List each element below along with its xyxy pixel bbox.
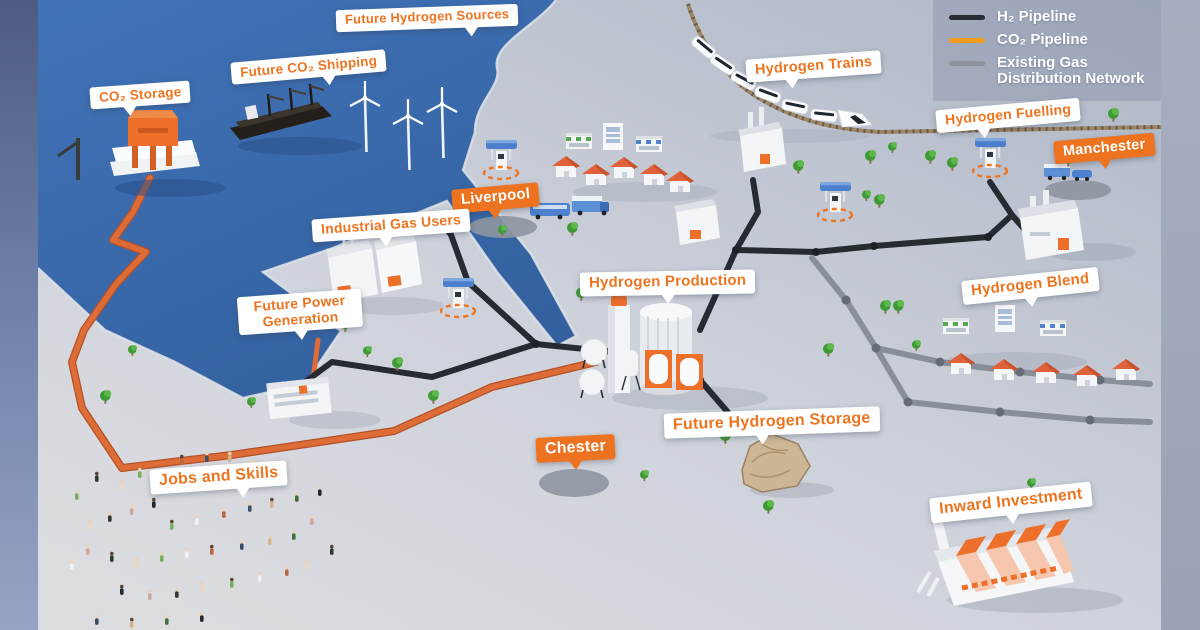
shop-icon: [566, 133, 592, 149]
person-icon: [270, 497, 274, 508]
warehouse: [674, 199, 720, 245]
person-icon: [258, 571, 262, 582]
person-icon: [228, 451, 232, 462]
person-icon: [138, 467, 142, 478]
person-icon: [318, 485, 322, 496]
person-icon: [110, 551, 114, 562]
manchester-shadow: [1045, 180, 1111, 200]
inward-investment-factory: [916, 506, 1074, 606]
person-icon: [330, 544, 334, 555]
truck-manchester: [1044, 164, 1070, 181]
person-icon: [160, 551, 164, 562]
person-icon: [95, 614, 99, 625]
truck: [572, 196, 609, 216]
person-icon: [240, 539, 244, 550]
person-icon: [70, 559, 74, 570]
legend-co2-label: CO₂ Pipeline: [997, 30, 1088, 48]
legend-row-h2: H₂ Pipeline: [949, 8, 1161, 26]
cargo-ship: [230, 83, 362, 155]
legend-gas-label: Existing Gas Distribution Network: [997, 53, 1145, 88]
bus: [530, 203, 570, 220]
person-icon: [200, 581, 204, 592]
person-icon: [170, 519, 174, 530]
shop-icon: [1040, 320, 1066, 336]
person-icon: [75, 489, 79, 500]
shop-icon: [995, 305, 1015, 332]
jobs-crowd: [70, 451, 334, 628]
gas-network-swatch: [949, 60, 985, 66]
manchester-factory: [1018, 190, 1084, 260]
gas-network-joints: [841, 295, 1105, 425]
person-icon: [185, 547, 189, 558]
car-manchester: [1072, 170, 1092, 181]
left-edge-bar: [0, 0, 38, 630]
person-icon: [175, 587, 179, 598]
coastline: [37, 0, 578, 400]
person-icon: [310, 514, 314, 525]
h2-pipeline-swatch: [949, 15, 985, 20]
person-icon: [195, 514, 199, 525]
person-icon: [108, 511, 112, 522]
legend-row-co2: CO₂ Pipeline: [949, 30, 1161, 49]
legend-h2-label: H₂ Pipeline: [997, 8, 1077, 25]
person-icon: [86, 544, 90, 555]
label-hydrogen-production: Hydrogen Production: [579, 269, 756, 304]
hydrogen-train: [691, 36, 873, 128]
person-icon: [295, 491, 299, 502]
shop-icon: [603, 123, 623, 150]
person-icon: [200, 611, 204, 622]
shop-icon: [636, 136, 662, 152]
co2-platform: [57, 110, 225, 197]
person-icon: [130, 617, 134, 628]
person-icon: [165, 614, 169, 625]
person-icon: [222, 507, 226, 518]
person-icon: [205, 451, 209, 462]
right-edge-bar: [1161, 0, 1200, 630]
person-icon: [230, 577, 234, 588]
legend: H₂ Pipeline CO₂ Pipeline Existing Gas Di…: [933, 0, 1161, 101]
person-icon: [130, 504, 134, 515]
power-station: [738, 107, 786, 172]
person-icon: [120, 584, 124, 595]
person-icon: [305, 559, 309, 570]
salt-cavern-rock: [741, 433, 811, 493]
person-icon: [248, 501, 252, 512]
co2-pipeline-swatch: [949, 37, 985, 43]
person-icon: [135, 557, 139, 568]
person-icon: [180, 454, 184, 465]
shop-icon: [943, 318, 969, 334]
label-chester: Chester: [535, 433, 616, 471]
person-icon: [88, 519, 92, 530]
person-icon: [210, 544, 214, 555]
person-icon: [148, 589, 152, 600]
person-icon: [268, 534, 272, 545]
person-icon: [152, 497, 156, 508]
person-icon: [95, 471, 99, 482]
vehicles: [530, 164, 1092, 220]
future-power-plant: [266, 376, 332, 420]
person-icon: [292, 529, 296, 540]
chester-shadow: [539, 469, 609, 497]
legend-row-gas: Existing Gas Distribution Network: [949, 53, 1161, 89]
person-icon: [285, 565, 289, 576]
hydrogen-production-plant: [578, 296, 703, 399]
city-shadows: [469, 180, 1111, 497]
person-icon: [120, 479, 124, 490]
